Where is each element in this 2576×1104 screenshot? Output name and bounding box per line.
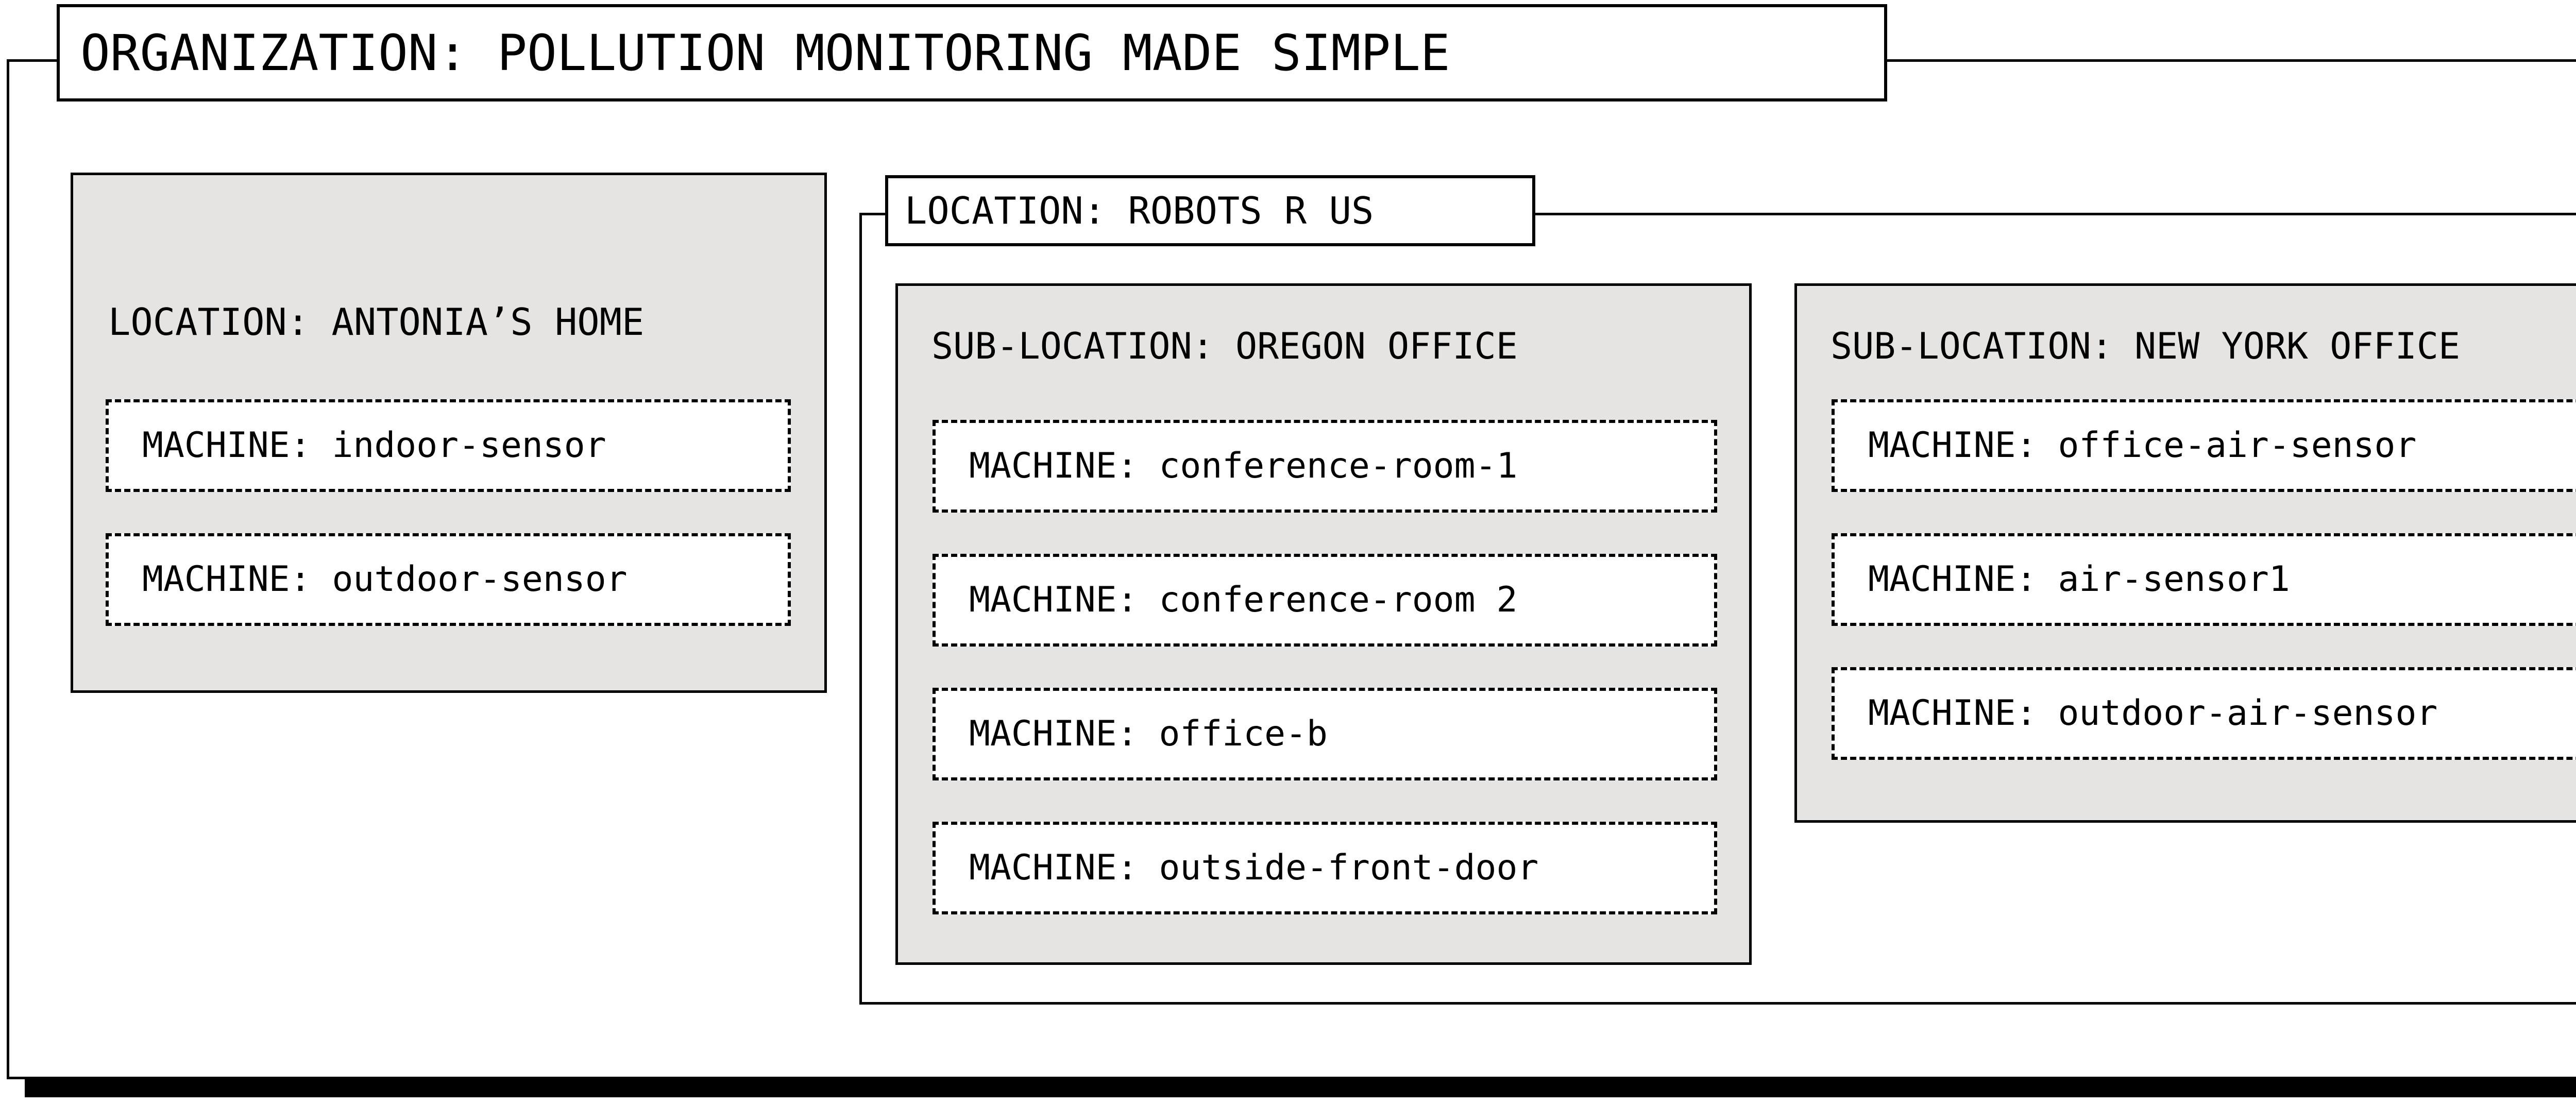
- machine-label: MACHINE: conference-room-1: [969, 446, 1518, 486]
- machine-card[interactable]: MACHINE: conference-room 2: [933, 554, 1717, 647]
- machine-label: MACHINE: office-b: [969, 714, 1328, 754]
- organization-title-chip: ORGANIZATION: POLLUTION MONITORING MADE …: [57, 4, 1887, 101]
- machine-card[interactable]: MACHINE: office-b: [933, 688, 1717, 780]
- machine-label: MACHINE: indoor-sensor: [142, 425, 606, 466]
- machine-card[interactable]: MACHINE: indoor-sensor: [106, 399, 791, 492]
- machine-label: MACHINE: outdoor-sensor: [142, 559, 628, 600]
- location-robots-r-us-title: LOCATION: ROBOTS R US: [905, 189, 1374, 232]
- sublocation-new-york-office-title: SUB-LOCATION: NEW YORK OFFICE: [1831, 325, 2461, 367]
- machine-label: MACHINE: office-air-sensor: [1868, 425, 2417, 466]
- machine-card[interactable]: MACHINE: outdoor-sensor: [106, 533, 791, 626]
- machine-label: MACHINE: outside-front-door: [969, 847, 1539, 888]
- machine-label: MACHINE: air-sensor1: [1868, 559, 2290, 600]
- machine-card[interactable]: MACHINE: air-sensor1: [1832, 533, 2576, 626]
- machine-card[interactable]: MACHINE: conference-room-1: [933, 420, 1717, 513]
- machine-label: MACHINE: outdoor-air-sensor: [1868, 693, 2438, 734]
- machine-label: MACHINE: conference-room 2: [969, 580, 1518, 620]
- organization-title: ORGANIZATION: POLLUTION MONITORING MADE …: [80, 24, 1450, 82]
- machine-card[interactable]: MACHINE: office-air-sensor: [1832, 399, 2576, 492]
- location-antonias-home-title: LOCATION: ANTONIA’S HOME: [108, 300, 645, 344]
- sublocation-oregon-office-title: SUB-LOCATION: OREGON OFFICE: [931, 325, 1518, 367]
- machine-card[interactable]: MACHINE: outside-front-door: [933, 822, 1717, 914]
- machine-card[interactable]: MACHINE: outdoor-air-sensor: [1832, 667, 2576, 760]
- location-robots-r-us-chip[interactable]: LOCATION: ROBOTS R US: [885, 175, 1535, 246]
- frame-shadow-bottom: [25, 1079, 2576, 1097]
